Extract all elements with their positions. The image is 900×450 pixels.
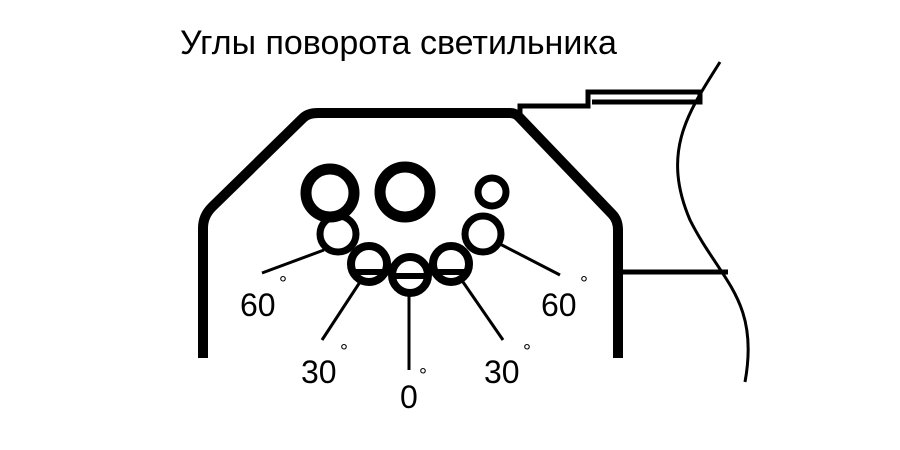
- position-hole-right-30: [429, 242, 473, 286]
- position-hole-right-60: [461, 212, 505, 256]
- degree-right-30: °: [523, 341, 531, 363]
- leader-left-60: [261, 248, 325, 275]
- housing-outline: [198, 61, 750, 383]
- mounting-holes: [300, 161, 510, 297]
- label-right-30: 30: [484, 354, 520, 390]
- large-hole-left: [300, 163, 360, 223]
- label-0: 0: [400, 379, 418, 415]
- angle-leader-lines: [261, 242, 561, 370]
- label-left-60: 60: [240, 287, 276, 323]
- position-hole-left-30: [347, 242, 391, 286]
- degree-0: °: [419, 365, 427, 387]
- label-right-60: 60: [541, 287, 577, 323]
- large-hole-center: [374, 161, 436, 223]
- mount-bracket: [517, 89, 703, 113]
- diagram-title: Углы поворота светильника: [180, 24, 617, 62]
- degree-left-60: °: [279, 273, 287, 295]
- housing-frame: [198, 108, 623, 358]
- wall-break-line: [676, 61, 750, 383]
- leader-right-30: [461, 281, 505, 341]
- label-left-30: 30: [301, 354, 337, 390]
- degree-right-60: °: [580, 273, 588, 295]
- small-hole-top-right: [474, 174, 510, 210]
- degree-left-30: °: [340, 341, 348, 363]
- leader-left-30: [320, 281, 362, 341]
- leader-right-60: [499, 242, 561, 277]
- position-hole-left-60: [316, 212, 360, 256]
